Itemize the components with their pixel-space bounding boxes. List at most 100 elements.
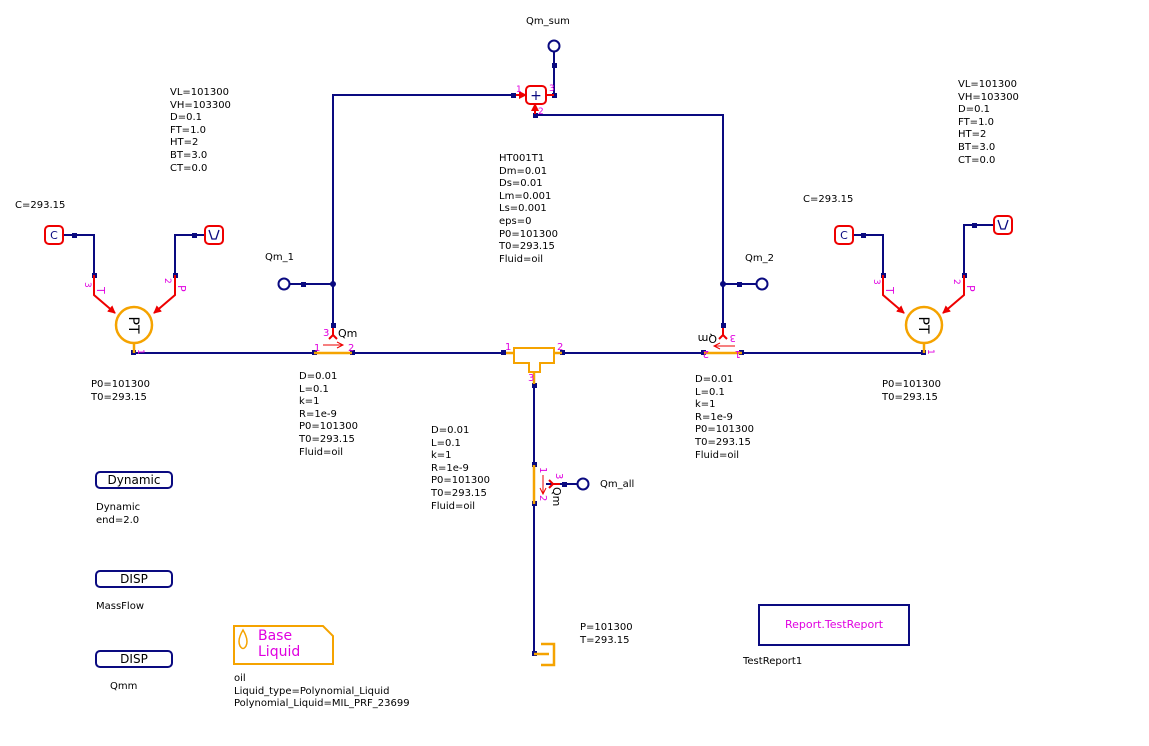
title-line: Liquid — [258, 644, 301, 660]
wire — [535, 114, 724, 328]
param: P0=101300 — [299, 421, 358, 433]
pressure-sink[interactable] — [534, 642, 556, 667]
title-line: Base — [258, 628, 293, 644]
right-ramp-block[interactable] — [993, 215, 1013, 235]
disp-massflow-caption: MassFlow — [96, 601, 145, 612]
down-pipe[interactable]: 1 2 3 Qm — [532, 465, 564, 506]
report-block[interactable]: Report.TestReport — [758, 604, 910, 646]
param: VH=103300 — [958, 91, 1019, 103]
param: T0=293.15 — [882, 391, 938, 403]
param: T0=293.15 — [299, 433, 355, 445]
param: P0=101300 — [499, 228, 558, 240]
sensor-qm-1-icon[interactable] — [277, 277, 291, 291]
port-label: 2 — [537, 495, 548, 501]
right-pipe[interactable]: 3 Qm 1 2 — [698, 328, 742, 359]
param: R=1e-9 — [299, 408, 337, 420]
param: P0=101300 — [91, 379, 150, 390]
sink-params: P=101300 T=293.15 — [580, 622, 633, 647]
right-constant-block[interactable]: C — [834, 225, 854, 245]
base-liquid-block[interactable] — [233, 625, 334, 665]
caption-line: end=2.0 — [96, 514, 140, 526]
disp-qmm-button[interactable]: DISP — [95, 650, 173, 668]
wire — [64, 234, 95, 275]
left-pipe[interactable]: 3 Qm 1 2 — [314, 327, 357, 355]
port-label: 1 — [735, 348, 741, 359]
right-pt-source[interactable]: PT 3 T 2 P 1 — [871, 275, 977, 355]
sensor-qm-all-icon[interactable] — [576, 477, 590, 491]
param: VL=101300 — [958, 79, 1017, 90]
port-label: 2 — [538, 107, 544, 117]
param: D=0.01 — [695, 374, 734, 385]
param: Fluid=oil — [499, 253, 544, 265]
port-label: 1 — [135, 349, 145, 355]
sensor-qm-2-label: Qm_2 — [745, 253, 774, 264]
constant-symbol: C — [50, 229, 58, 242]
pt-symbol: PT — [915, 317, 931, 334]
left-ramp-params: VL=101300 VH=103300 D=0.1 FT=1.0 HT=2 BT… — [170, 87, 231, 175]
wire — [174, 234, 206, 275]
left-constant-param: C=293.15 — [15, 200, 66, 211]
port-label: P — [175, 285, 188, 292]
port-label: 3 — [871, 279, 881, 285]
tee-junction[interactable]: 1 2 3 — [505, 342, 563, 384]
left-constant-block[interactable]: C — [44, 225, 64, 245]
right-pipe-params: D=0.01 L=0.1 k=1 R=1e-9 P0=101300 T0=293… — [695, 374, 754, 462]
port-label: 3 — [323, 328, 329, 339]
disp-qmm-caption: Qmm — [110, 681, 138, 692]
wire — [332, 94, 514, 328]
sensor-qm-2-icon[interactable] — [755, 277, 769, 291]
dynamic-block-button[interactable]: Dynamic — [95, 471, 173, 489]
port-label: 2 — [557, 342, 563, 353]
param: Ls=0.001 — [499, 203, 547, 215]
sensor-qm-1-label: Qm_1 — [265, 252, 294, 263]
param: R=1e-9 — [431, 462, 469, 474]
wire — [963, 224, 994, 275]
report-caption: TestReport1 — [743, 656, 803, 667]
param: HT001T1 — [499, 153, 545, 164]
param: FT=1.0 — [958, 116, 994, 128]
param: HT=2 — [958, 129, 987, 141]
param: T0=293.15 — [499, 241, 555, 253]
port-label: 2 — [951, 279, 961, 285]
ramp-icon — [208, 229, 220, 240]
adder-block[interactable]: + 1 3 2 — [516, 84, 555, 117]
param: P0=101300 — [695, 424, 754, 436]
param: P0=101300 — [882, 379, 941, 390]
wire — [853, 234, 884, 275]
right-pt-params: P0=101300 T0=293.15 — [882, 379, 941, 404]
port-label: 1 — [505, 342, 511, 353]
pt-symbol: PT — [125, 317, 141, 334]
param: Fluid=oil — [431, 500, 476, 512]
param: D=0.1 — [170, 112, 202, 124]
param: P=101300 — [580, 622, 633, 633]
param: L=0.1 — [431, 437, 461, 449]
param: VL=101300 — [170, 87, 229, 98]
down-pipe-params: D=0.01 L=0.1 k=1 R=1e-9 P0=101300 T0=293… — [431, 425, 490, 513]
param: VH=103300 — [170, 99, 231, 111]
param: L=0.1 — [695, 386, 725, 398]
droplet-icon — [238, 628, 248, 650]
param: Liquid_type=Polynomial_Liquid — [234, 685, 390, 697]
param: CT=0.0 — [170, 162, 208, 174]
disp-massflow-button[interactable]: DISP — [95, 570, 173, 588]
left-pipe-params: D=0.01 L=0.1 k=1 R=1e-9 P0=101300 T0=293… — [299, 371, 358, 459]
pipe-label: Qm — [550, 487, 563, 506]
param: T0=293.15 — [695, 436, 751, 448]
base-liquid-params: oil Liquid_type=Polynomial_Liquid Polyno… — [234, 673, 410, 711]
tee-params: HT001T1 Dm=0.01 Ds=0.01 Lm=0.001 Ls=0.00… — [499, 153, 558, 266]
param: Polynomial_Liquid=MIL_PRF_23699 — [234, 698, 410, 710]
param: k=1 — [299, 396, 320, 408]
param: Fluid=oil — [695, 449, 740, 461]
port-label: 3 — [528, 373, 534, 384]
left-pt-source[interactable]: PT 3 T 2 P 1 — [82, 275, 188, 355]
left-ramp-block[interactable] — [204, 225, 224, 245]
sensor-qm-sum-label: Qm_sum — [526, 16, 570, 27]
constant-symbol: C — [840, 229, 848, 242]
port-label: 3 — [82, 282, 92, 288]
param: FT=1.0 — [170, 124, 206, 136]
port-label: 2 — [703, 348, 709, 359]
port-label: T — [883, 286, 896, 294]
param: Lm=0.001 — [499, 190, 552, 202]
sensor-qm-sum-icon[interactable] — [547, 39, 561, 53]
